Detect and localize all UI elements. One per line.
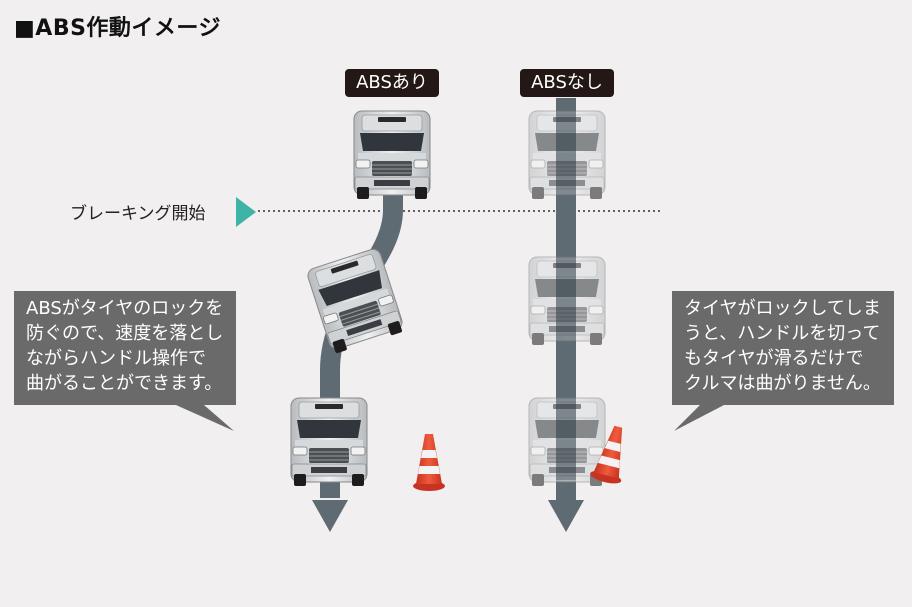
braking-start-label: ブレーキング開始: [70, 204, 206, 224]
bubble-right: [672, 291, 894, 431]
car-abs-3: [290, 397, 368, 487]
car-abs-1: [353, 110, 431, 200]
bubble-left-text: ABSがタイヤのロックを 防ぐので、速度を落とし ながらハンドル操作で 曲がるこ…: [26, 298, 224, 394]
label-without-abs: ABSなし: [520, 69, 614, 97]
bubble-left: [14, 291, 236, 431]
label-with-abs: ABSあり: [345, 69, 439, 97]
car-abs-2: [305, 246, 406, 355]
page-title: ■ABS作動イメージ: [14, 16, 221, 41]
braking-marker-icon: [236, 197, 256, 227]
abs-arrow-icon: [312, 500, 348, 532]
noabs-arrow-icon: [548, 500, 584, 532]
bubble-right-text: タイヤがロックしてしま うと、ハンドルを切って もタイヤが滑るだけで クルマは曲…: [684, 298, 881, 394]
cone-abs: [413, 434, 445, 491]
